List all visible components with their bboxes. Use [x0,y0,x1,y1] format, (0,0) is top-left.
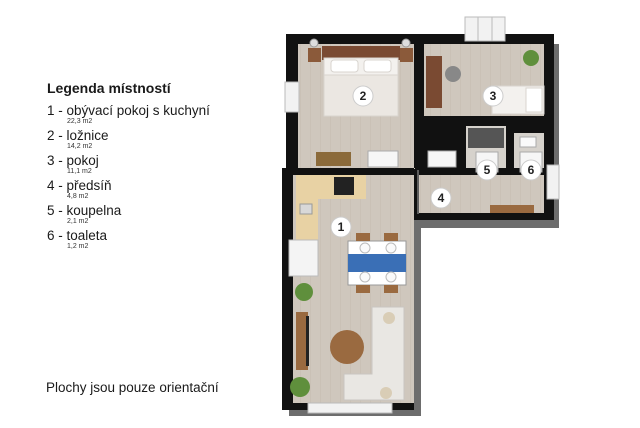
interior-wall [293,168,414,174]
room-marker-3: 3 [482,85,504,107]
legend-item: 4 - předsíň 4,8 m2 [47,178,267,203]
room-marker-2: 2 [352,85,374,107]
dining-chair [356,233,370,241]
lamp-icon [309,38,319,48]
bed-headboard [322,46,400,60]
room-number: 2 [360,89,367,103]
room-number: 6 [528,163,535,177]
room-number: 4 [438,191,445,205]
table-runner [348,254,406,272]
legend-item-label: 6 - toaleta [47,228,108,243]
nightstand [400,48,413,62]
window-living [307,402,393,414]
legend-item-label: 2 - ložnice [47,128,109,143]
dining-chair [384,233,398,241]
legend-item-area: 2,1 m2 [67,218,89,225]
shower [468,128,504,148]
room-number: 3 [490,89,497,103]
shoe-rack [490,205,534,213]
legend-item-area: 22,3 m2 [67,118,93,125]
fridge [288,239,319,277]
area-disclaimer: Plochy jsou pouze orientační [46,380,219,395]
legend-item: 5 - koupelna 2,1 m2 [47,203,267,228]
interior-wall [506,126,513,174]
cushion [383,312,395,324]
dresser [316,152,351,166]
sink-icon [299,203,313,215]
room3-door [427,150,457,168]
dining-chair [384,285,398,293]
cooktop-icon [334,177,354,195]
legend-item-label: 4 - předsíň [47,178,112,193]
coffee-table [330,330,364,364]
legend-title: Legenda místností [47,80,171,96]
legend-item: 1 - obývací pokoj s kuchyní 22,3 m2 [47,103,267,128]
legend-item-label: 3 - pokoj [47,153,99,168]
plant-icon [295,283,313,301]
legend-item: 2 - ložnice 14,2 m2 [47,128,267,153]
room-marker-4: 4 [430,187,452,209]
window-bedroom [284,81,300,113]
interior-wall [414,40,423,168]
kitchen-counter [296,175,366,199]
room-number: 1 [338,220,345,234]
legend-item-area: 14,2 m2 [67,143,93,150]
room-legend: Legenda místností 1 - obývací pokoj s ku… [47,80,267,253]
legend-item-area: 4,8 m2 [67,193,89,200]
room-marker-5: 5 [476,159,498,181]
legend-item: 3 - pokoj 11,1 m2 [47,153,267,178]
bedroom-door [367,150,399,168]
plant-icon [523,50,539,66]
legend-item-area: 1,2 m2 [67,243,89,250]
plant-icon [290,377,310,397]
tv-icon [306,316,309,366]
lamp-icon [401,38,411,48]
window-balcony [464,16,506,42]
chair-icon [445,66,461,82]
dining-chair [356,285,370,293]
room-marker-6: 6 [520,159,542,181]
nightstand [308,48,321,62]
legend-item-label: 5 - koupelna [47,203,122,218]
legend-item: 6 - toaleta 1,2 m2 [47,228,267,253]
legend-item-label: 1 - obývací pokoj s kuchyní [47,103,210,118]
window-hall [546,164,560,200]
interior-wall [457,116,465,174]
tv-cabinet [296,312,308,370]
sofa [343,306,405,401]
desk [426,56,442,108]
room-number: 5 [484,163,491,177]
interior-wall [424,116,544,122]
legend-item-area: 11,1 m2 [67,168,92,175]
toilet-icon [519,136,537,148]
room-marker-1: 1 [330,216,352,238]
hallway-connector [419,175,425,213]
cushion [380,387,392,399]
